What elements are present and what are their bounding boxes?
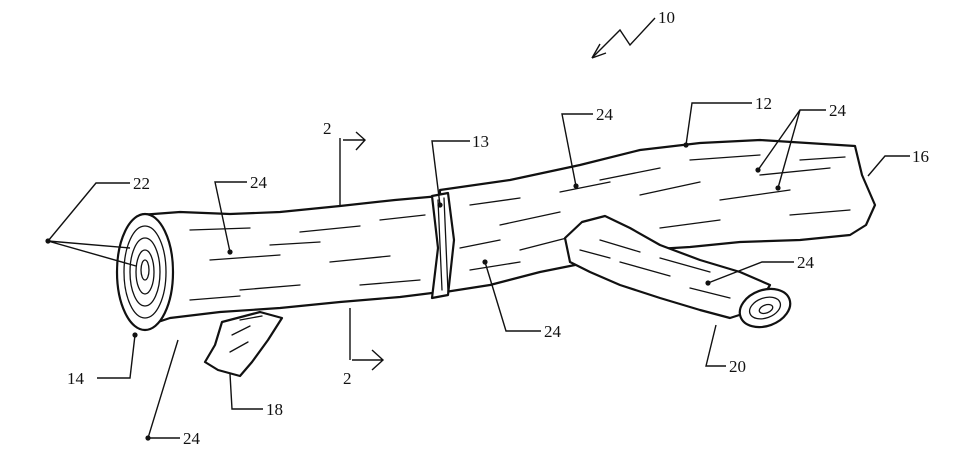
label-13: 13 — [472, 132, 489, 151]
label-18: 18 — [266, 400, 283, 419]
label-22: 22 — [133, 174, 150, 193]
lead-dots — [45, 142, 781, 441]
label-24-top-center: 24 — [596, 105, 614, 124]
branch-lower — [203, 310, 284, 378]
label-12: 12 — [755, 94, 772, 113]
label-24-branch-right: 24 — [797, 253, 815, 272]
label-20: 20 — [729, 357, 746, 376]
branch-right — [563, 214, 792, 329]
label-24-center-bottom: 24 — [544, 322, 562, 341]
label-14: 14 — [67, 369, 85, 388]
joint-band — [430, 191, 456, 300]
log-segment-left — [138, 194, 448, 330]
label-24-bottom-left: 24 — [183, 429, 201, 448]
label-section-2-bottom: 2 — [343, 369, 352, 388]
label-16: 16 — [912, 147, 929, 166]
log-end-rings — [115, 212, 175, 332]
label-section-2-top: 2 — [323, 119, 332, 138]
label-24-left: 24 — [250, 173, 268, 192]
reference-numerals: 10 12 13 16 24 24 22 24 2 24 24 14 2 18 … — [67, 8, 929, 448]
label-fig-10: 10 — [658, 8, 675, 27]
label-24-top-right: 24 — [829, 101, 847, 120]
leader-lines — [46, 17, 910, 439]
log-segment-right — [438, 138, 877, 294]
